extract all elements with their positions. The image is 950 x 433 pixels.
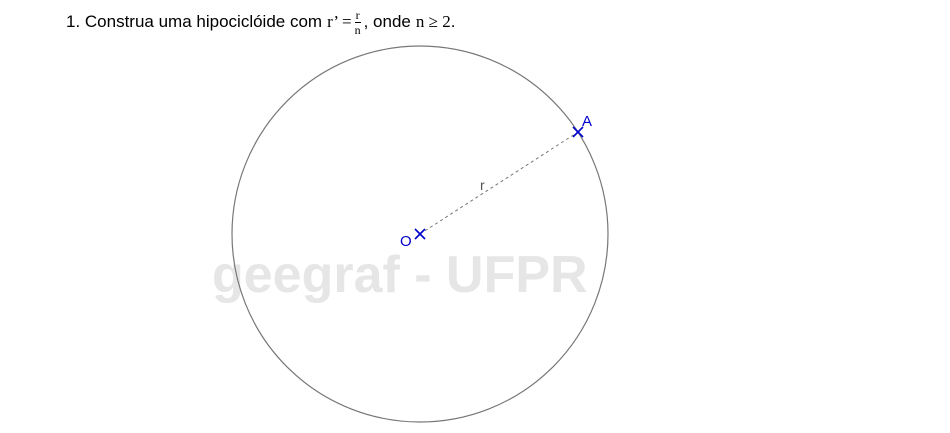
- radius-label: r: [480, 177, 485, 193]
- statement-middle: , onde: [363, 12, 411, 31]
- exercise-statement: 1. Construa uma hipociclóide com r’ = r …: [66, 7, 455, 37]
- r-prime-expression: r’ =: [327, 12, 352, 31]
- fraction-denominator: n: [354, 22, 361, 37]
- statement-suffix: .: [450, 12, 456, 31]
- center-point-o: [414, 228, 426, 240]
- point-a-label: A: [582, 113, 592, 130]
- point-a: [572, 126, 584, 138]
- base-circle: [231, 45, 609, 423]
- fraction-r-over-n: r n: [354, 7, 361, 37]
- center-label: O: [400, 233, 412, 250]
- condition-expression: n ≥ 2: [415, 12, 451, 31]
- fraction-numerator: r: [354, 7, 361, 23]
- radius-segment: [419, 131, 579, 235]
- watermark: geegraf - UFPR: [212, 246, 588, 304]
- statement-prefix: 1. Construa uma hipociclóide com: [66, 12, 323, 31]
